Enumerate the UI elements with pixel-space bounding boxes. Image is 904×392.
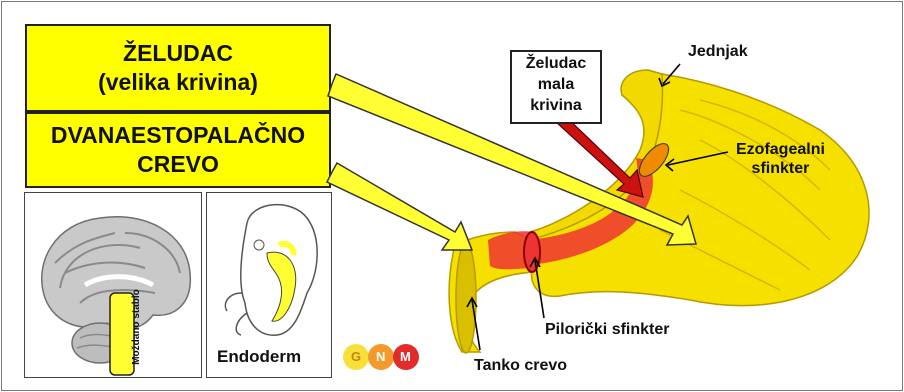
lesser-curvature-line3: krivina xyxy=(512,96,600,117)
esophageal-sphincter-label: Ezofagealni sfinkter xyxy=(736,140,825,178)
lesser-curvature-line2: mala xyxy=(512,75,600,96)
gnm-logo-letter-n: N xyxy=(376,349,385,365)
gnm-logo-letter-m: M xyxy=(400,349,411,365)
small-intestine-label: Tanko crevo xyxy=(474,356,567,375)
esophageal-sphincter-line2: sfinkter xyxy=(736,159,825,178)
pyloric-sphincter-label: Pilorički sfinkter xyxy=(545,320,670,339)
duodenum-arrow xyxy=(327,163,472,250)
esophageal-sphincter-line1: Ezofagealni xyxy=(736,140,825,159)
esophagus-label: Jednjak xyxy=(688,42,748,61)
lesser-curvature-line1: Želudac xyxy=(512,54,600,75)
lesser-curvature-box: Želudac mala krivina xyxy=(510,50,602,124)
gnm-logo-letter-g: G xyxy=(351,349,361,365)
